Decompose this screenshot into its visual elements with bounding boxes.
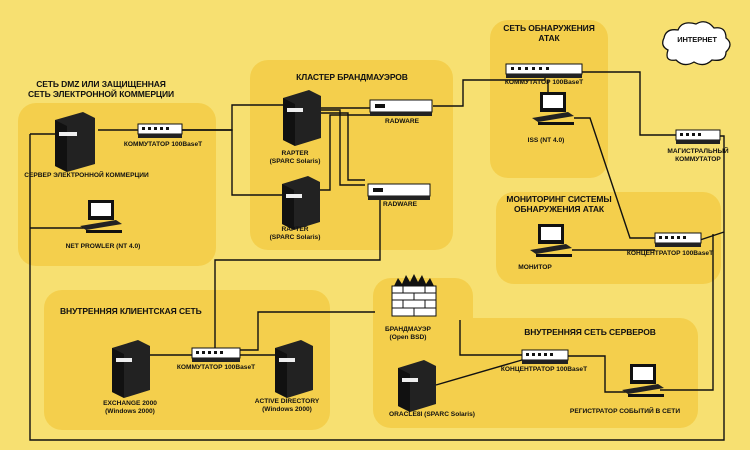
internet-label: ИНТЕРНЕТ <box>677 35 717 44</box>
zone-label-dmz: СЕТЬ DMZ ИЛИ ЗАЩИЩЕННАЯ СЕТЬ ЭЛЕКТРОННОЙ… <box>27 79 175 99</box>
label-active-directory: ACTIVE DIRECTORY (Windows 2000) <box>254 398 320 413</box>
label-client-switch: КОММУТАТОР 100BaseT <box>176 364 256 371</box>
radware-icons <box>367 99 433 200</box>
label-ids-switch: КОММУТАТОР 100BaseT <box>504 79 584 86</box>
zone-label-internal-client: ВНУТРЕННЯЯ КЛИЕНТСКАЯ СЕТЬ <box>60 306 202 316</box>
zone-label-firewall-cluster: КЛАСТЕР БРАНДМАУЭРОВ <box>296 72 408 82</box>
label-event-logger: РЕГИСТРАТОР СОБЫТИЙ В СЕТИ <box>569 408 681 415</box>
internet-cloud-icon <box>662 21 731 66</box>
label-iss: ISS (NT 4.0) <box>527 137 565 144</box>
label-backbone-switch: МАГИСТРАЛЬНЫЙ КОММУТАТОР <box>667 148 729 163</box>
connection-lines <box>29 71 725 441</box>
label-firewall: БРАНДМАУЭР (Open BSD) <box>385 326 431 341</box>
switch-icons <box>137 63 721 364</box>
label-dmz-switch: КОММУТАТОР 100BaseT <box>123 141 203 148</box>
label-rapter-2: RAPTER (SPARC Solaris) <box>269 226 321 241</box>
label-monitor-hub: КОНЦЕНТРАТОР 100BaseT <box>626 250 714 257</box>
label-radware-2: RADWARE <box>382 201 418 208</box>
firewall-icon <box>391 274 437 317</box>
label-exchange: EXCHANGE 2000 (Windows 2000) <box>103 400 157 415</box>
label-oracle: ORACLE8I (SPARC Solaris) <box>389 411 475 418</box>
label-monitor: МОНИТОР <box>518 264 552 271</box>
zone-label-internal-servers: ВНУТРЕННЯЯ СЕТЬ СЕРВЕРОВ <box>524 327 656 337</box>
label-ecommerce-server: СЕРВЕР ЭЛЕКТРОННОЙ КОММЕРЦИИ <box>24 172 149 179</box>
label-rapter-1: RAPTER (SPARC Solaris) <box>269 150 321 165</box>
workstation-icons <box>80 92 664 397</box>
server-icons <box>55 90 436 412</box>
label-radware-1: RADWARE <box>384 118 420 125</box>
label-servers-hub: КОНЦЕНТРАТОР 100BaseT <box>500 366 588 373</box>
zone-label-ids-net: СЕТЬ ОБНАРУЖЕНИЯ АТАК <box>503 23 595 43</box>
label-net-prowler: NET PROWLER (NT 4.0) <box>65 243 141 250</box>
zone-label-ids-monitoring: МОНИТОРИНГ СИСТЕМЫ ОБНАРУЖЕНИЯ АТАК <box>506 194 612 214</box>
